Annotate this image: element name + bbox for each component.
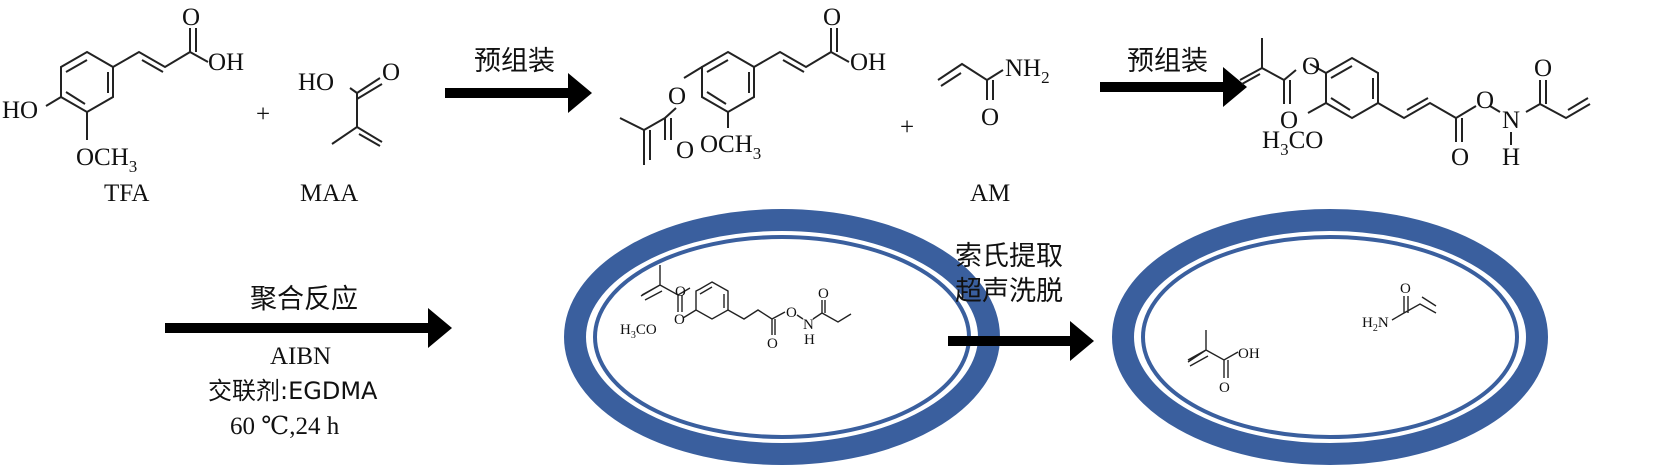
polymer-methoxy: H3CO bbox=[620, 322, 657, 341]
tfa-carbonyl-o: O bbox=[182, 4, 200, 31]
step4-line2: 超声洗脱 bbox=[955, 276, 1063, 307]
maa-ho: HO bbox=[298, 69, 334, 96]
complex-carbonyl-o: O bbox=[1451, 144, 1469, 171]
imprinted-am-h2n: H2N bbox=[1362, 315, 1389, 334]
step1-label: 预组装 bbox=[474, 46, 555, 77]
intermediate-oh: OH bbox=[850, 49, 886, 76]
maa-molecule: HO O MAA bbox=[298, 59, 400, 207]
am-o: O bbox=[981, 104, 999, 131]
crosslinker-label: 交联剂:EGDMA bbox=[208, 377, 378, 405]
complex-methoxy: H3CO bbox=[1262, 127, 1323, 159]
polymer-n: N bbox=[803, 317, 814, 333]
complex-molecule: O O H3CO O O N H O bbox=[1239, 38, 1591, 171]
polymer-amide-o: O bbox=[818, 286, 829, 302]
tfa-acid-oh: OH bbox=[208, 49, 244, 76]
imprinted-am-o: O bbox=[1400, 281, 1411, 297]
complex-link-o: O bbox=[1476, 87, 1494, 114]
intermediate-methoxy: OCH3 bbox=[700, 131, 761, 163]
polymer-nh-h: H bbox=[804, 332, 815, 348]
am-label: AM bbox=[970, 180, 1010, 207]
imprinted-maa-oh: OH bbox=[1238, 346, 1260, 362]
polymer-ester-o: O bbox=[675, 284, 686, 300]
maa-o: O bbox=[382, 59, 400, 86]
complex-nh-h: H bbox=[1502, 144, 1520, 171]
polymer-carbonyl-o: O bbox=[674, 312, 685, 328]
intermediate-ester-carbonyl-o: O bbox=[676, 137, 694, 164]
tfa-benzene-ring bbox=[60, 50, 114, 114]
am-nh2: NH2 bbox=[1005, 55, 1050, 87]
polymer-link-o: O bbox=[786, 305, 797, 321]
imprinted-polymer: OH O H2N O bbox=[1112, 209, 1548, 465]
tfa-label: TFA bbox=[104, 180, 149, 207]
tfa-side-chain bbox=[112, 28, 209, 73]
tfa-phenol-ho: HO bbox=[2, 97, 38, 124]
intermediate-molecule: O OH O O OCH3 bbox=[619, 4, 886, 165]
step2-label: 预组装 bbox=[1127, 46, 1208, 77]
complex-ester-carbonyl-o: O bbox=[1280, 107, 1298, 134]
am-molecule: NH2 O AM bbox=[937, 55, 1050, 207]
imprinted-maa-o: O bbox=[1219, 380, 1230, 396]
conditions-label: 60 ℃,24 h bbox=[230, 413, 340, 440]
step3-label: 聚合反应 bbox=[250, 284, 358, 315]
initiator-label: AIBN bbox=[270, 343, 331, 370]
intermediate-ester-o: O bbox=[668, 83, 686, 110]
polymer-carbonyl-o-2: O bbox=[767, 336, 778, 352]
tfa-molecule: O OH HO OCH3 TFA bbox=[2, 4, 244, 207]
intermediate-carbonyl-o: O bbox=[823, 4, 841, 31]
imprinted-outer-ring bbox=[1112, 209, 1548, 465]
step4-line1: 索氏提取 bbox=[955, 241, 1063, 272]
plus-sign-2: + bbox=[900, 114, 914, 141]
maa-label: MAA bbox=[300, 180, 358, 207]
complex-amide-o: O bbox=[1534, 55, 1552, 82]
plus-sign: + bbox=[256, 101, 270, 128]
tfa-methoxy: OCH3 bbox=[76, 144, 137, 176]
polymer-with-template: O O H3CO O O N H O bbox=[564, 209, 1000, 465]
complex-n: N bbox=[1502, 107, 1520, 134]
complex-ester-o: O bbox=[1302, 53, 1320, 80]
imprinted-inner-ring bbox=[1141, 235, 1519, 439]
